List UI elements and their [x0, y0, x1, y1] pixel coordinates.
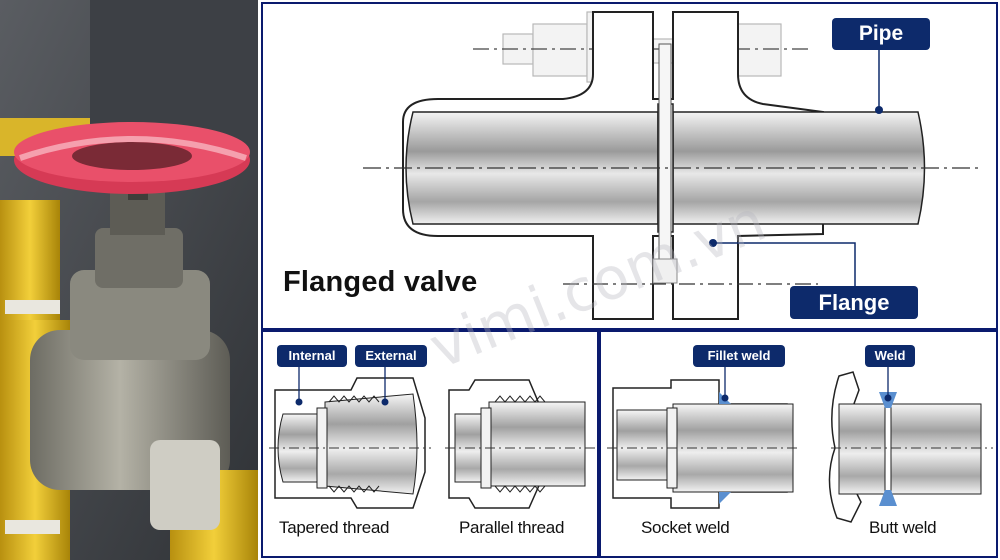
weld-panel: Fillet weld Weld Socket weld Butt weld: [599, 330, 998, 558]
external-label: External: [355, 345, 427, 367]
socket-weld-caption: Socket weld: [641, 518, 730, 537]
internal-label: Internal: [277, 345, 347, 367]
fillet-weld-label: Fillet weld: [693, 345, 785, 367]
tapered-thread-caption: Tapered thread: [279, 518, 390, 537]
flanged-valve-title: Flanged valve: [283, 266, 478, 298]
flanged-valve-panel: Pipe Flange Flanged valve: [261, 2, 998, 330]
flange-label: Flange: [790, 286, 918, 319]
weld-drawing: [607, 366, 993, 523]
flanged-valve-drawing: [363, 11, 978, 320]
thread-drawing: [269, 366, 595, 509]
thread-panel: Internal External Tapered thread Paralle…: [261, 330, 599, 558]
valve-photo: [0, 0, 258, 560]
pipe-label: Pipe: [832, 18, 930, 50]
butt-weld-caption: Butt weld: [869, 518, 937, 537]
weld-label: Weld: [865, 345, 915, 367]
valve-photo-drawing: [0, 0, 258, 560]
parallel-thread-caption: Parallel thread: [459, 518, 565, 537]
